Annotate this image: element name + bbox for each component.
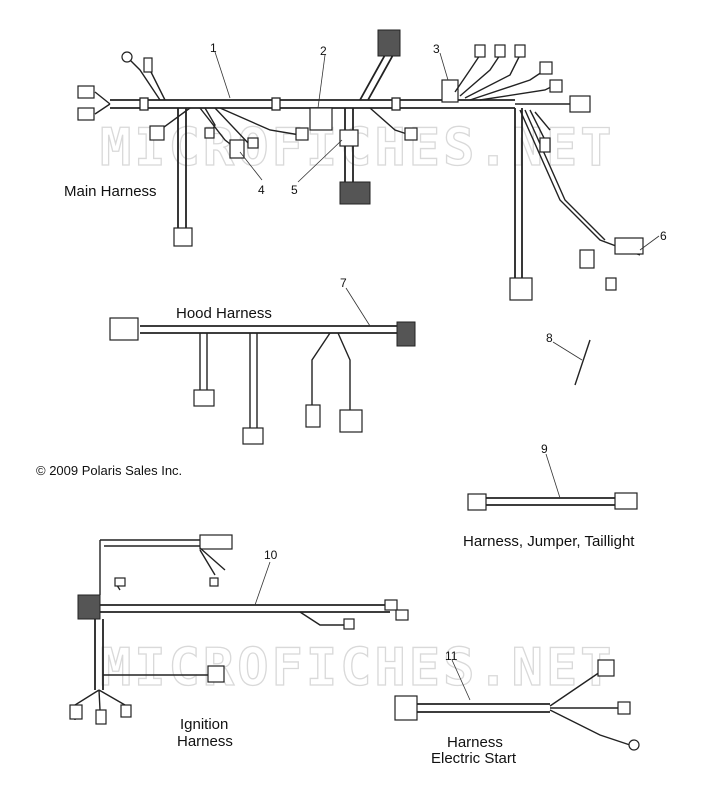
ignition-harness bbox=[69, 534, 409, 725]
callout-2: 2 bbox=[320, 44, 327, 58]
callout-5: 5 bbox=[291, 183, 298, 197]
label-electric-line2: Electric Start bbox=[431, 750, 517, 767]
callout-4: 4 bbox=[258, 183, 265, 197]
label-hood-harness: Hood Harness bbox=[176, 305, 272, 322]
callout-10: 10 bbox=[264, 548, 278, 562]
callout-1: 1 bbox=[210, 41, 217, 55]
label-main-harness: Main Harness bbox=[64, 183, 157, 200]
watermark-top: MICROFICHES.NET bbox=[100, 118, 615, 178]
callout-11: 11 bbox=[445, 649, 458, 663]
label-ignition-line1: Ignition bbox=[180, 716, 228, 733]
callout-3: 3 bbox=[433, 42, 440, 56]
watermark-bottom: MICROFICHES.NET bbox=[100, 638, 615, 698]
label-ignition-line2: Harness bbox=[177, 733, 233, 750]
callout-7: 7 bbox=[340, 276, 347, 290]
callout-9: 9 bbox=[541, 442, 548, 456]
callout-8: 8 bbox=[546, 331, 553, 345]
cable-tie bbox=[574, 339, 591, 386]
label-electric-line1: Harness bbox=[447, 734, 503, 751]
copyright: © 2009 Polaris Sales Inc. bbox=[36, 463, 182, 478]
label-jumper-harness: Harness, Jumper, Taillight bbox=[463, 533, 635, 550]
callout-leaders bbox=[214, 51, 660, 701]
callout-6: 6 bbox=[660, 229, 667, 243]
jumper-harness bbox=[467, 492, 638, 511]
main-harness bbox=[77, 29, 644, 301]
electric-start-harness bbox=[394, 659, 640, 751]
hood-harness bbox=[109, 317, 416, 445]
